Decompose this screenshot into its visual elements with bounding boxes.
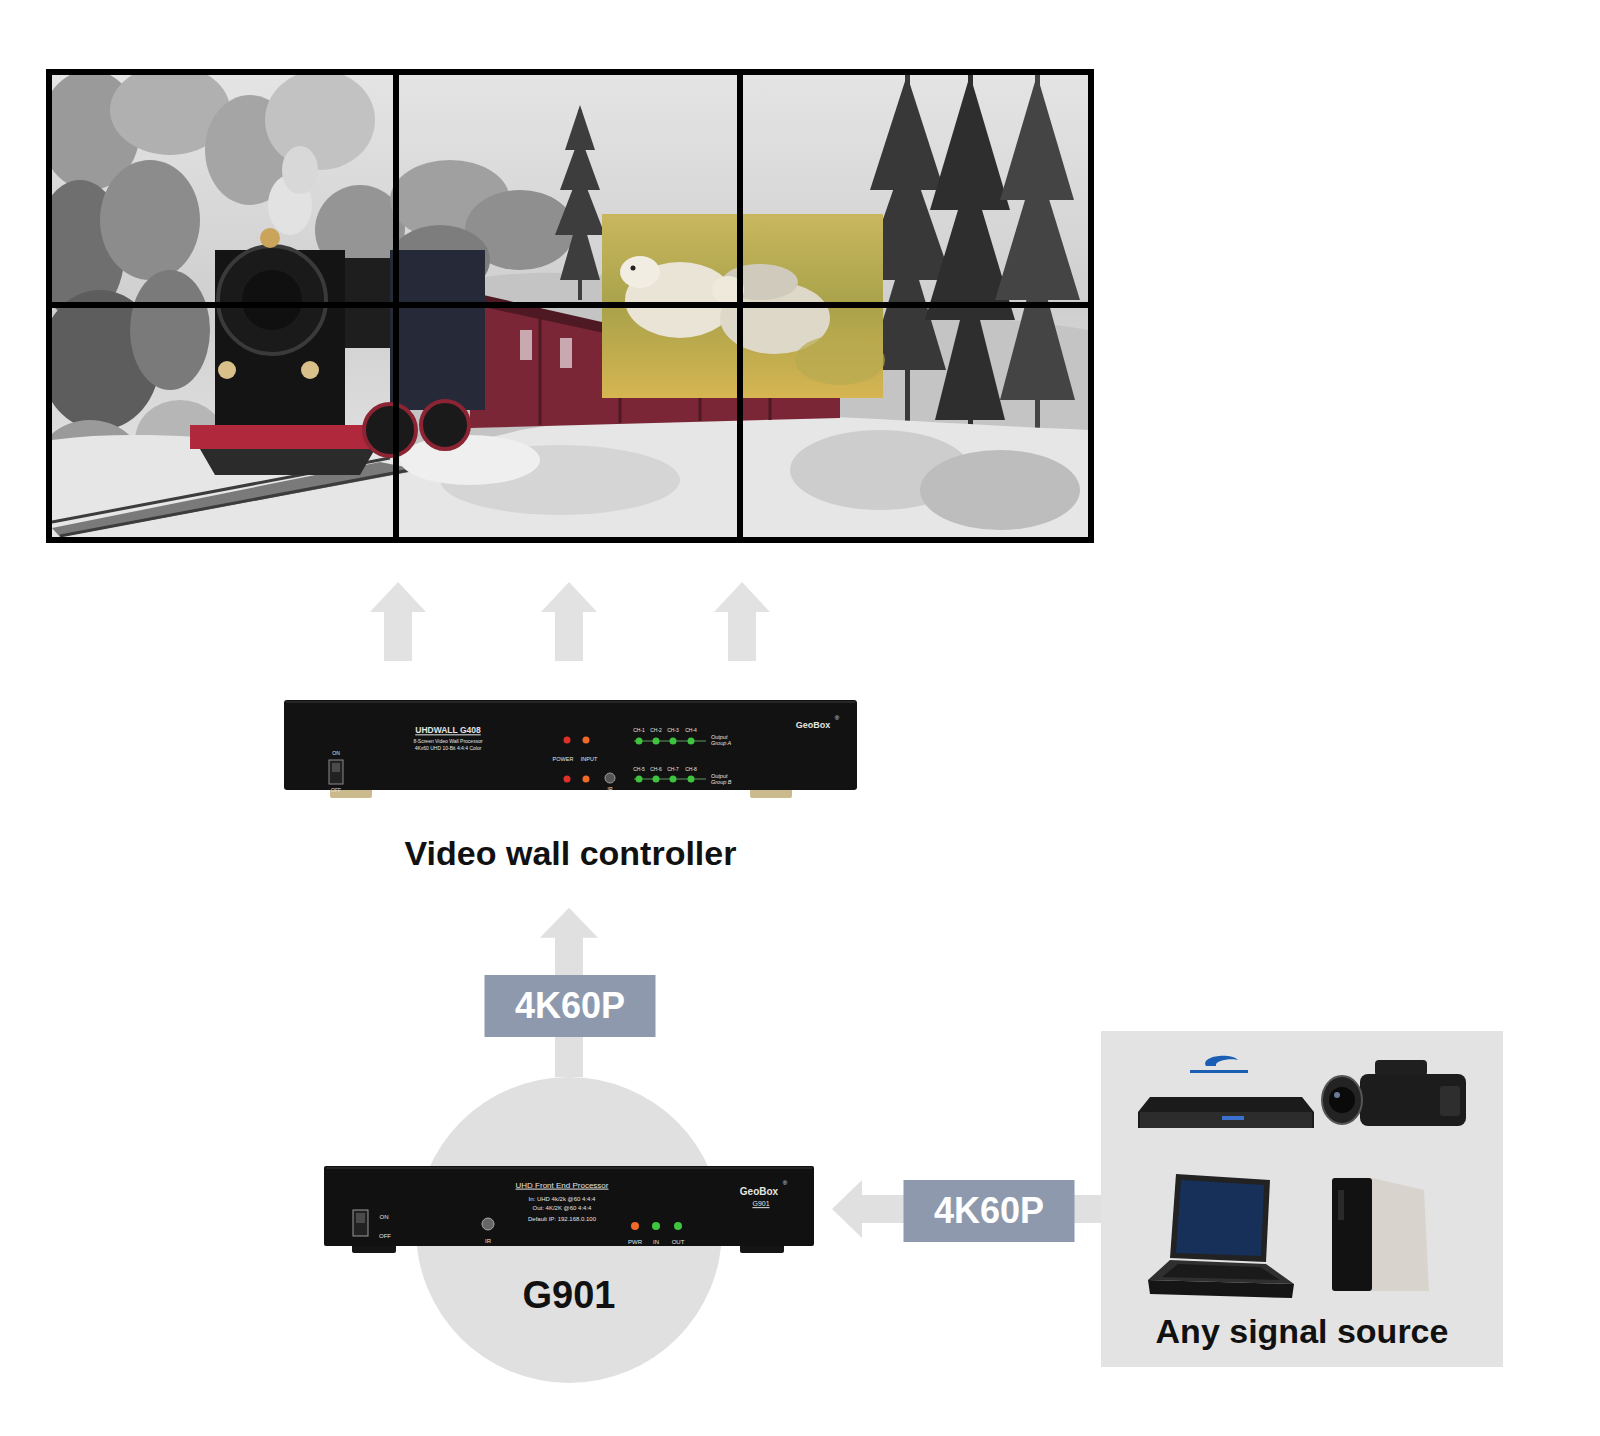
panel-label: GeoBox	[796, 721, 831, 731]
controller-device	[284, 700, 857, 798]
panel-label: ®	[783, 1180, 787, 1187]
panel-label: CH-8	[685, 767, 697, 773]
processor-node: G901	[324, 1077, 814, 1383]
panel-label: Output Group B	[711, 773, 737, 785]
panel-label: OFF	[379, 1233, 391, 1240]
signal-label: 4K60P	[485, 975, 656, 1037]
video-wall	[35, 65, 1094, 543]
panel-label: 4Kx60 UHD 10-Bit 4:4:4 Color	[415, 746, 482, 752]
panel-label: INPUT	[581, 756, 598, 762]
panel-label: ON	[332, 751, 340, 757]
output-arrows	[370, 582, 770, 661]
panel-label: CH-1	[633, 728, 645, 734]
panel-label: 8-Screen Video Wall Processor	[413, 739, 482, 745]
source-panel: Any signal source	[1101, 1031, 1503, 1367]
panel-label: OFF	[331, 788, 341, 794]
signal-label: 4K60P	[904, 1180, 1075, 1242]
panel-label: ®	[835, 715, 839, 722]
node-label: G901	[324, 1273, 814, 1319]
panel-label: GeoBox	[740, 1186, 778, 1197]
panel-label: UHDWALL G408	[415, 726, 481, 735]
controller-node: Video wall controller	[284, 700, 857, 874]
panel-label: CH-2	[650, 728, 662, 734]
node-outline	[324, 1077, 814, 1383]
panel-label: CH-6	[650, 767, 662, 773]
panel-label: CH-5	[633, 767, 645, 773]
panel-label: ON	[380, 1214, 389, 1221]
panel-label: CH-7	[667, 767, 679, 773]
panel-label: Output Group A	[711, 734, 737, 746]
panel-label: G901	[752, 1200, 769, 1208]
node-label: Any signal source	[1101, 1311, 1503, 1352]
panel-label: CH-4	[685, 728, 697, 734]
node-label: Video wall controller	[284, 833, 857, 874]
panel-label: CH-3	[667, 728, 679, 734]
panel-label: IR	[608, 787, 613, 793]
panel-label: POWER	[553, 756, 574, 762]
